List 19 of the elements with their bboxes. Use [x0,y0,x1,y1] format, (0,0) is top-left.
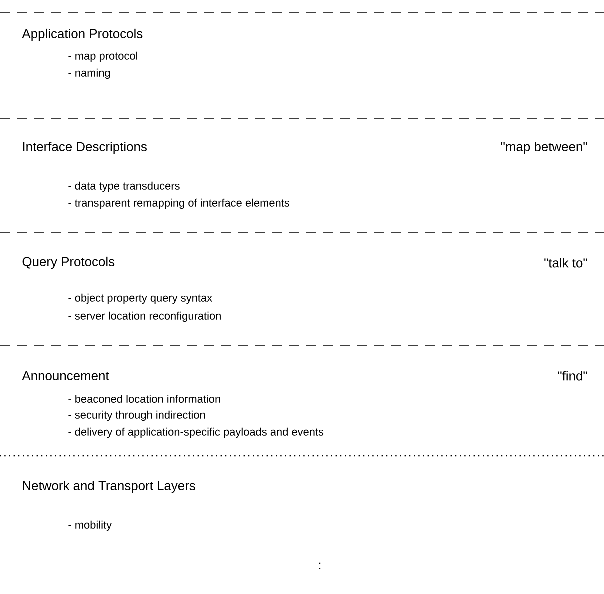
bullet-item: - server location reconfiguration [68,312,221,322]
bullet-item: - naming [68,68,110,80]
layer-role-label: "talk to" [544,258,588,268]
layer-heading: Network and Transport Layers [23,480,196,494]
layer-role-label: "map between" [501,142,588,154]
bullet-item: - security through indirection [68,410,206,422]
bullet-item: - object property query syntax [68,294,212,304]
layer-heading: Announcement [22,371,110,380]
bullet-item: - mobility [68,520,112,532]
ellipsis-mark: : [319,562,321,570]
layer-heading: Interface Descriptions [23,142,147,154]
bullet-item: - map protocol [68,52,138,62]
bullet-item: - transparent remapping of interface elements [68,198,290,210]
bullet-item: - delivery of application-specific payloads and events [68,428,324,438]
layer-heading: Application Protocols [22,28,143,42]
layer-role-label: "find" [558,371,588,381]
bullet-item: - data type transducers [68,182,180,192]
bullet-item: - beaconed location information [68,394,220,404]
layer-heading: Query Protocols [22,256,115,270]
